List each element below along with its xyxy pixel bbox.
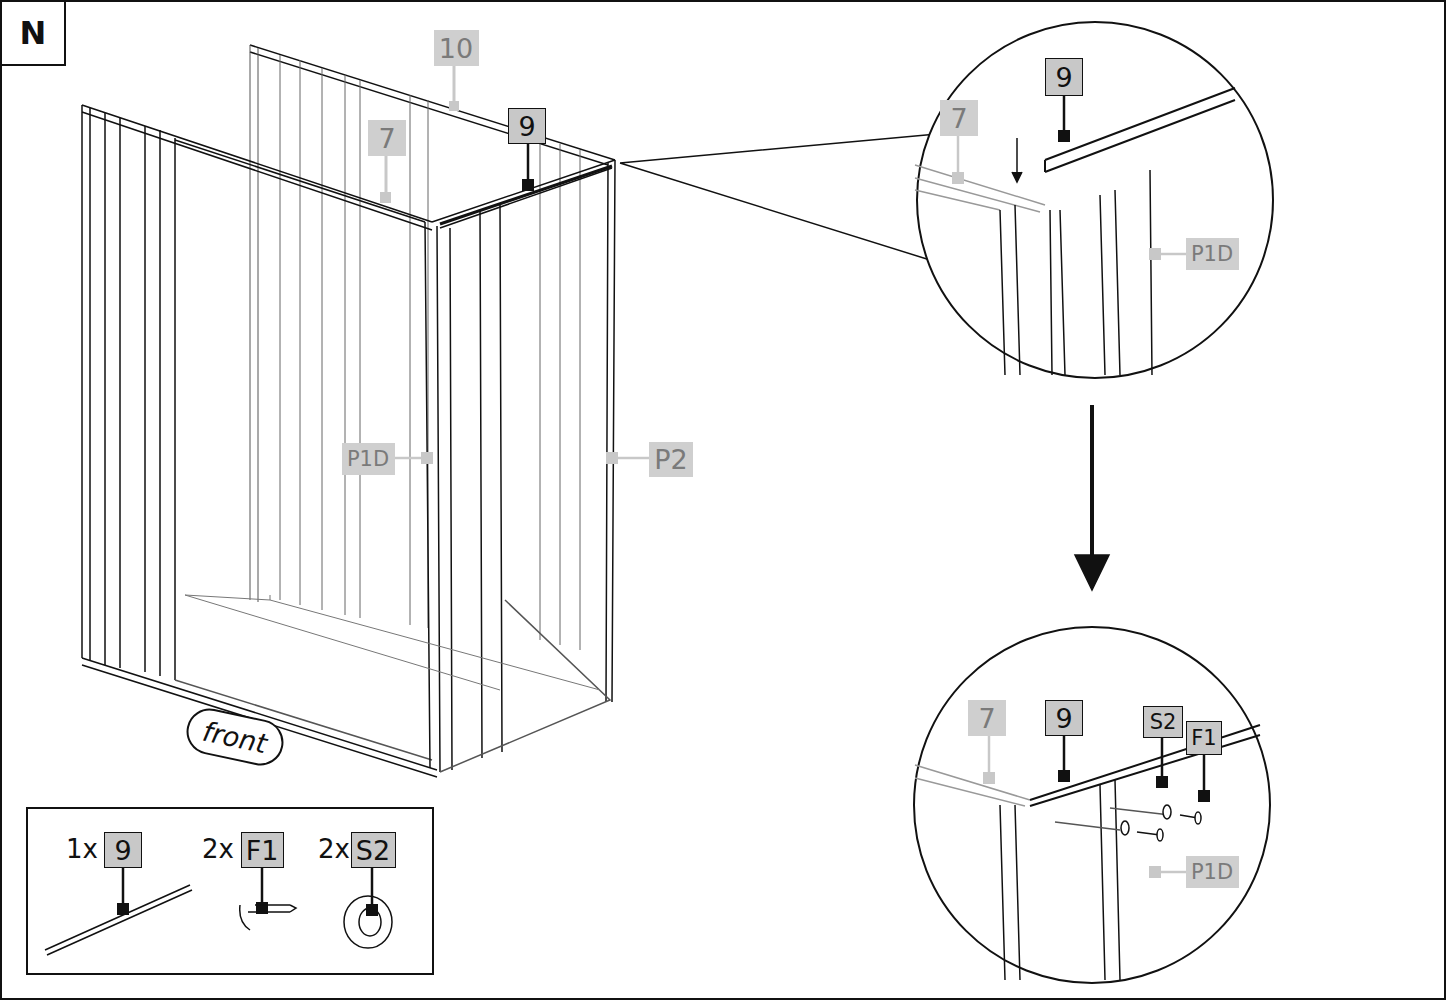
callout-number: S2	[351, 832, 396, 868]
callout-number: 7	[940, 100, 978, 136]
callout-number: S2	[1143, 706, 1183, 738]
callout-number: 9	[508, 108, 546, 144]
callout-text: front	[200, 717, 269, 757]
callout-text: F1	[1191, 728, 1216, 749]
callout-text: 9	[1055, 705, 1072, 732]
quantity-label: 1x	[66, 836, 98, 862]
callout-number: 9	[1045, 58, 1083, 96]
callout-text: 9	[518, 113, 535, 140]
callout-text: 7	[978, 705, 995, 732]
callout-text: 7	[950, 105, 967, 132]
callout-text: P1D	[347, 449, 389, 470]
callout-number: 9	[1045, 700, 1083, 736]
callout-text: P1D	[1191, 244, 1233, 265]
callout-text: S2	[356, 837, 390, 864]
callout-number: P1D	[1186, 238, 1239, 270]
callout-text: P1D	[1191, 862, 1233, 883]
step-letter: N	[0, 0, 66, 66]
callout-number: 9	[104, 832, 142, 868]
quantity-label: 2x	[318, 836, 350, 862]
callout-text: P2	[654, 446, 687, 473]
callout-number: 10	[434, 30, 479, 66]
callout-number: P1D	[342, 443, 395, 475]
callout-number: P1D	[1186, 856, 1239, 888]
callout-text: 7	[378, 125, 395, 152]
callout-number: F1	[241, 832, 284, 868]
callout-text: 10	[439, 35, 473, 62]
callout-number: 7	[968, 700, 1006, 736]
callout-text: F1	[246, 837, 279, 864]
callout-text: 9	[114, 837, 131, 864]
callout-text: S2	[1150, 712, 1177, 733]
callout-number: P2	[649, 442, 693, 477]
callout-number: 7	[368, 120, 406, 156]
callout-text: N	[20, 17, 47, 49]
orientation-label: front	[182, 704, 287, 769]
quantity-label: 2x	[202, 836, 234, 862]
callout-number: F1	[1186, 721, 1222, 755]
callout-text: 9	[1055, 64, 1072, 91]
